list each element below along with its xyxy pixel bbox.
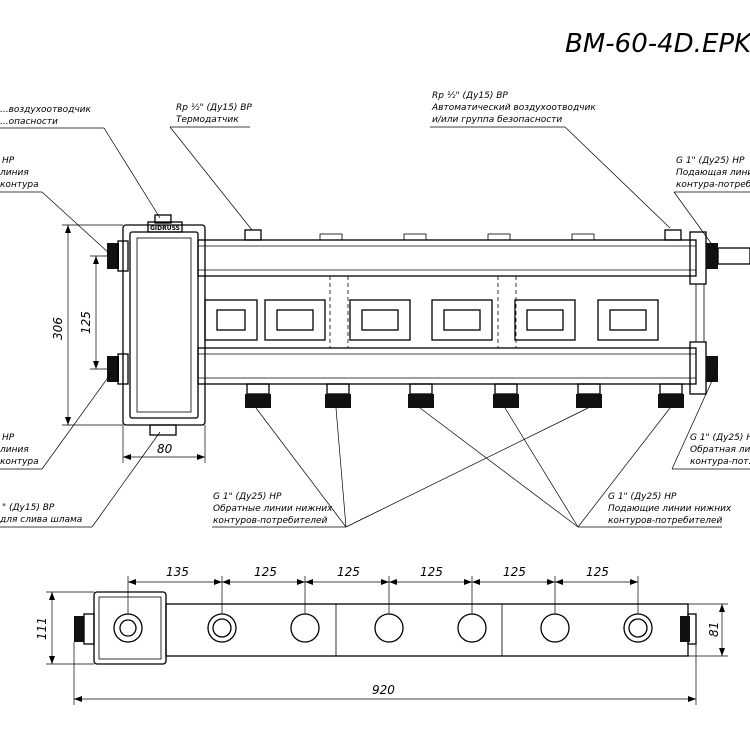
label-drain-line1: для слива шлама: [0, 515, 82, 525]
label-right-return-thread: G 1" (Ду25) Н...: [690, 433, 750, 443]
label-bottom-supply-line1: Подающие линии нижних: [608, 504, 732, 514]
callouts: ...воздухоотводчик ...опасности Rp ½" (Д…: [0, 91, 750, 528]
label-auto-vent-line2: и/или группа безопасности: [432, 115, 562, 125]
drawing-title: BM-60-4D.EPK: [565, 29, 750, 59]
label-left-return-line1: линия: [0, 445, 29, 455]
label-drain-thread: " (Ду15) ВР: [2, 503, 55, 513]
dim-width-separator: 80: [157, 442, 173, 456]
label-air-vent-top-left: ...воздухоотводчик: [0, 105, 92, 115]
brand-label: GIDRUSS: [150, 225, 180, 232]
label-right-return-line1: Обратная ли...: [690, 445, 750, 455]
label-left-return-thread: НР: [2, 433, 15, 443]
plan-view: [74, 591, 697, 665]
label-bottom-return-thread: G 1" (Ду25) НР: [213, 492, 282, 502]
label-bottom-supply-thread: G 1" (Ду25) НР: [608, 492, 677, 502]
label-thermo-name: Термодатчик: [176, 115, 239, 125]
label-right-supply-line1: Подающая линия: [676, 168, 750, 178]
dim-length-total: 920: [372, 683, 395, 697]
dim-height-total: 306: [51, 317, 65, 340]
dim-spacing-5: 125: [586, 565, 609, 579]
dim-height-between: 125: [79, 311, 93, 334]
dim-spacing-3: 125: [420, 565, 443, 579]
dim-spacing-first: 135: [166, 565, 189, 579]
label-left-return-line2: контура: [0, 457, 39, 467]
label-bottom-supply-line2: контуров-потребителей: [608, 516, 723, 526]
dim-spacing-1: 125: [254, 565, 277, 579]
label-auto-vent-line1: Автоматический воздухоотводчик: [431, 103, 596, 113]
dim-plan-height-right: 81: [707, 622, 721, 637]
dim-plan-height-left: 111: [35, 617, 49, 640]
front-view: GIDRUSS: [107, 214, 750, 436]
label-bottom-return-line2: контуров-потребителей: [213, 516, 328, 526]
label-thermo-thread: Rp ½" (Ду15) ВР: [176, 103, 252, 113]
label-auto-vent-thread: Rp ½" (Ду15) ВР: [432, 91, 508, 101]
plan-dimensions: 135 125 125 125 125 125 920 111 81: [35, 565, 728, 705]
label-right-supply-thread: G 1" (Ду25) НР: [676, 156, 745, 166]
label-left-supply-thread: НР: [2, 156, 15, 166]
label-bottom-return-line1: Обратные линии нижних: [213, 504, 333, 514]
label-safety-top-left: ...опасности: [0, 117, 58, 127]
dim-spacing-2: 125: [337, 565, 360, 579]
label-right-return-line2: контура-пот...: [690, 457, 750, 467]
label-right-supply-line2: контура-потреб...: [676, 180, 750, 190]
label-left-supply-line1: линия: [0, 168, 29, 178]
dim-spacing-4: 125: [503, 565, 526, 579]
label-left-supply-line2: контура: [0, 180, 39, 190]
front-dimensions: 306 125 80: [51, 224, 206, 463]
